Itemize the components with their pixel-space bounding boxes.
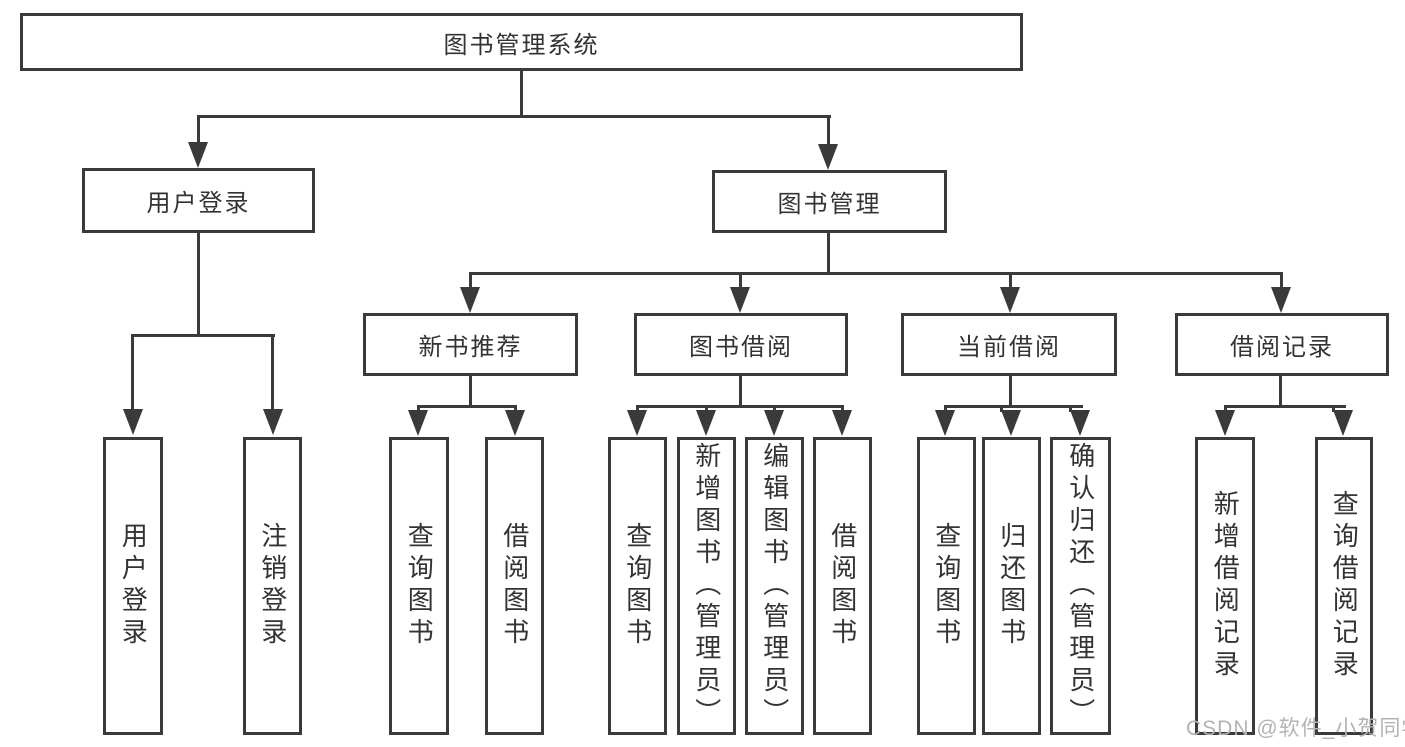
connector-line [705, 405, 708, 412]
connector-line [636, 405, 639, 412]
connector-line [1009, 272, 1012, 289]
node-add-borrow-record: 新增借阅记录 [1195, 437, 1255, 735]
connector-line [827, 115, 830, 146]
connector-line [1224, 405, 1346, 408]
arrowhead-down-icon [505, 410, 525, 436]
node-book-management: 图书管理 [712, 170, 947, 233]
node-borrowing-records: 借阅记录 [1175, 313, 1389, 376]
arrowhead-down-icon [627, 410, 647, 436]
node-current-borrowing: 当前借阅 [901, 313, 1117, 376]
arrowhead-down-icon [1001, 410, 1021, 436]
arrowhead-down-icon [935, 410, 955, 436]
node-label: 查询图书 [404, 522, 435, 650]
node-label: 查询图书 [622, 522, 653, 650]
node-label: 查询图书 [931, 522, 962, 650]
node-label: 用户登录 [118, 522, 149, 650]
arrowhead-down-icon [1333, 410, 1353, 436]
node-query-books-borrowing: 查询图书 [608, 437, 667, 735]
node-label: 借阅图书 [499, 522, 530, 650]
connector-line [1280, 272, 1283, 289]
arrowhead-down-icon [188, 142, 208, 168]
connector-line [197, 115, 200, 144]
node-user-login: 用户登录 [82, 168, 315, 233]
connector-line [1332, 405, 1335, 412]
node-label: 编辑图书（管理员） [759, 442, 790, 730]
connector-line [1009, 375, 1012, 408]
connector-line [1000, 405, 1003, 412]
connector-line [197, 115, 831, 118]
connector-line [271, 334, 274, 411]
connector-line [827, 233, 830, 275]
node-label: 确认归还（管理员） [1065, 442, 1096, 730]
connector-line [469, 272, 472, 289]
connector-line [469, 375, 472, 408]
arrowhead-down-icon [263, 409, 283, 435]
arrowhead-down-icon [818, 144, 838, 170]
node-label: 新增图书（管理员） [691, 442, 722, 730]
connector-line [469, 272, 1283, 275]
connector-line [739, 375, 742, 408]
node-label: 借阅图书 [827, 522, 858, 650]
node-query-borrow-record: 查询借阅记录 [1315, 437, 1373, 735]
arrowhead-down-icon [460, 287, 480, 313]
connector-line [520, 70, 523, 117]
arrowhead-down-icon [832, 410, 852, 436]
connector-line [773, 405, 776, 412]
arrowhead-down-icon [1215, 410, 1235, 436]
connector-line [197, 233, 200, 337]
connector-line [1279, 375, 1282, 408]
connector-line [1224, 405, 1227, 412]
connector-line [417, 405, 420, 412]
connector-line [841, 405, 844, 412]
node-edit-book-admin: 编辑图书（管理员） [745, 437, 804, 735]
connector-line [514, 405, 517, 412]
node-library-management-system: 图书管理系统 [20, 13, 1023, 71]
arrowhead-down-icon [123, 409, 143, 435]
node-return-books: 归还图书 [982, 437, 1041, 735]
connector-line [636, 405, 844, 408]
node-label: 注销登录 [257, 522, 288, 650]
arrowhead-down-icon [764, 410, 784, 436]
node-label: 图书管理 [777, 191, 882, 218]
node-query-books-current: 查询图书 [917, 437, 976, 735]
node-borrow-books-recommend: 借阅图书 [485, 437, 544, 735]
node-borrow-books: 借阅图书 [813, 437, 872, 735]
node-label: 借阅记录 [1230, 334, 1334, 361]
node-confirm-return-admin: 确认归还（管理员） [1050, 437, 1111, 735]
connector-line [739, 272, 742, 289]
arrowhead-down-icon [1000, 287, 1020, 313]
node-label: 归还图书 [996, 522, 1027, 650]
node-logout: 注销登录 [243, 437, 302, 735]
node-label: 新增借阅记录 [1210, 490, 1241, 682]
arrowhead-down-icon [696, 410, 716, 436]
connector-line [944, 405, 947, 412]
node-label: 查询借阅记录 [1329, 490, 1360, 682]
connector-line [944, 405, 1083, 408]
connector-line [131, 334, 134, 411]
node-query-books-recommend: 查询图书 [389, 437, 449, 735]
arrowhead-down-icon [1271, 287, 1291, 313]
csdn-watermark: CSDN @软件_小贺同学 [1186, 717, 1405, 740]
node-book-borrowing: 图书借阅 [634, 313, 848, 376]
node-label: 当前借阅 [957, 334, 1061, 361]
node-login: 用户登录 [103, 437, 163, 735]
node-label: 新书推荐 [418, 334, 523, 361]
node-label: 图书借阅 [689, 334, 793, 361]
arrowhead-down-icon [408, 410, 428, 436]
connector-line [131, 334, 275, 337]
node-new-book-recommend: 新书推荐 [363, 313, 578, 376]
node-add-book-admin: 新增图书（管理员） [677, 437, 736, 735]
arrowhead-down-icon [730, 287, 750, 313]
arrowhead-down-icon [1070, 410, 1090, 436]
node-label: 用户登录 [146, 190, 251, 217]
connector-line [417, 405, 517, 408]
node-label: 图书管理系统 [443, 31, 600, 59]
connector-line [1069, 405, 1072, 412]
